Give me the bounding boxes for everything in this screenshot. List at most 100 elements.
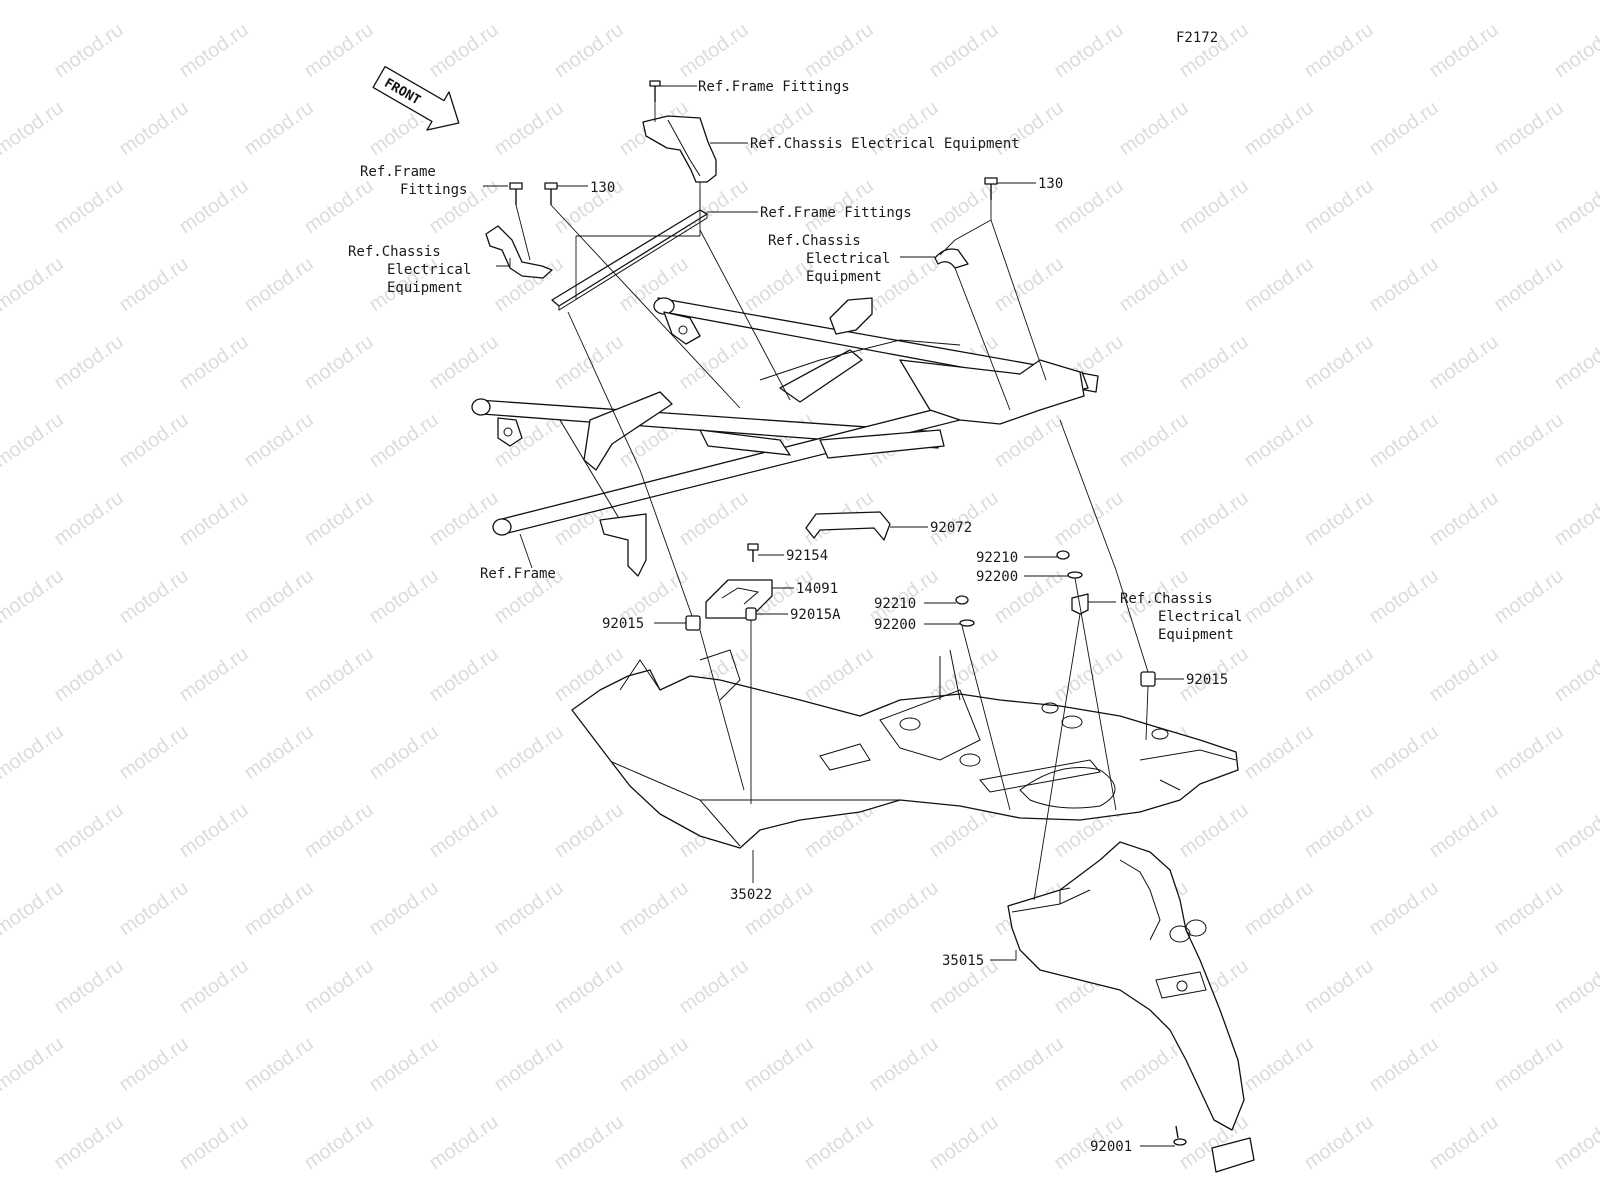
watermark-text: motod.ru (1490, 0, 1567, 4)
watermark-text: motod.ru (615, 1033, 692, 1096)
watermark-text: motod.ru (1490, 877, 1567, 940)
part-92072-bracket (805, 511, 891, 541)
watermark-text: motod.ru (1425, 643, 1502, 706)
watermark-text: motod.ru (1550, 487, 1600, 550)
watermark-text: motod.ru (1115, 253, 1192, 316)
label-ref-chassis-lower-1: Ref.Chassis (1120, 591, 1213, 607)
watermark-text: motod.ru (175, 955, 252, 1018)
watermark-text: motod.ru (0, 1033, 68, 1096)
watermark-text: motod.ru (0, 643, 3, 706)
watermark-text: motod.ru (425, 799, 502, 862)
watermark-text: motod.ru (1490, 1033, 1567, 1096)
watermark-text: motod.ru (1175, 331, 1252, 394)
label-92154: 92154 (786, 548, 828, 564)
label-92015-left: 92015 (602, 616, 644, 632)
label-ref-chassis-top: Ref.Chassis Electrical Equipment (750, 136, 1020, 152)
watermark-text: motod.ru (425, 1111, 502, 1174)
watermark-text: motod.ru (490, 877, 567, 940)
label-92200-a: 92200 (976, 569, 1018, 585)
watermark-text: motod.ru (300, 799, 377, 862)
watermark-text: motod.ru (1240, 409, 1317, 472)
part-92210-nut-b (955, 595, 969, 605)
label-ref-chassis-right-2: Electrical (806, 251, 890, 267)
watermark-text: motod.ru (1365, 721, 1442, 784)
watermark-text: motod.ru (740, 1033, 817, 1096)
watermark-text: motod.ru (1365, 0, 1442, 4)
watermark-text: motod.ru (1425, 955, 1502, 1018)
watermark-text: motod.ru (50, 487, 127, 550)
part-35015-rear-fender (1007, 841, 1255, 1173)
left-bolt-a (509, 182, 523, 205)
watermark-text: motod.ru (50, 955, 127, 1018)
watermark-text: motod.ru (0, 877, 68, 940)
watermark-text: motod.ru (50, 19, 127, 82)
watermark-text: motod.ru (1365, 409, 1442, 472)
labels: Ref.Frame Fittings Ref.Chassis Electrica… (348, 79, 1242, 1155)
watermark-text: motod.ru (425, 331, 502, 394)
watermark-text: motod.ru (0, 253, 68, 316)
watermark-text: motod.ru (550, 331, 627, 394)
part-35022-under-tray (571, 649, 1239, 849)
label-ref-chassis-lower-2: Electrical (1158, 609, 1242, 625)
part-92015-collar-left (685, 615, 701, 631)
watermark-text: motod.ru (490, 721, 567, 784)
watermark-text: motod.ru (1365, 877, 1442, 940)
right-clip (934, 248, 969, 269)
watermark-text: motod.ru (115, 0, 192, 4)
watermark-text: motod.ru (1240, 1033, 1317, 1096)
watermark-text: motod.ru (865, 1033, 942, 1096)
watermark-text: motod.ru (115, 721, 192, 784)
watermark-text: motod.ru (1550, 1111, 1600, 1174)
watermark-text: motod.ru (1550, 643, 1600, 706)
watermark-text: motod.ru (1490, 721, 1567, 784)
watermark-text: motod.ru (425, 487, 502, 550)
watermark-text: motod.ru (1365, 1033, 1442, 1096)
watermark-text: motod.ru (0, 565, 68, 628)
watermark-text: motod.ru (1240, 565, 1317, 628)
watermark-text: motod.ru (1050, 19, 1127, 82)
part-92015-collar-right (1140, 671, 1156, 687)
watermark-text: motod.ru (615, 0, 692, 4)
watermark-text: motod.ru (0, 1111, 3, 1174)
watermark-text: motod.ru (490, 253, 567, 316)
watermark-text: motod.ru (1300, 331, 1377, 394)
watermark-text: motod.ru (1300, 487, 1377, 550)
watermark-text: motod.ru (550, 175, 627, 238)
watermark-text: motod.ru (925, 487, 1002, 550)
watermark-text: motod.ru (490, 0, 567, 4)
top-bracket (642, 115, 717, 183)
watermark-text: motod.ru (675, 955, 752, 1018)
watermark-text: motod.ru (490, 97, 567, 160)
watermark-text: motod.ru (1550, 331, 1600, 394)
watermark-text: motod.ru (1490, 253, 1567, 316)
label-ref-chassis-right-3: Equipment (806, 269, 882, 285)
watermark-text: motod.ru (1300, 799, 1377, 862)
watermark-text: motod.ru (300, 643, 377, 706)
watermark-text: motod.ru (0, 409, 68, 472)
watermark-text: motod.ru (175, 643, 252, 706)
watermark-text: motod.ru (800, 19, 877, 82)
label-92210-a: 92210 (976, 550, 1018, 566)
watermark-text: motod.ru (300, 487, 377, 550)
watermark-text: motod.ru (300, 1111, 377, 1174)
watermark-text: motod.ru (425, 19, 502, 82)
watermark-text: motod.ru (1425, 1111, 1502, 1174)
watermark-text: motod.ru (240, 409, 317, 472)
watermark-text: motod.ru (1300, 175, 1377, 238)
watermark-text: motod.ru (990, 253, 1067, 316)
watermark-text: motod.ru (175, 1111, 252, 1174)
part-92200-washer-a (1067, 571, 1083, 579)
watermark-text: motod.ru (300, 331, 377, 394)
watermark-text: motod.ru (365, 877, 442, 940)
label-ref-chassis-right-1: Ref.Chassis (768, 233, 861, 249)
watermark-text: motod.ru (365, 565, 442, 628)
watermark-text: motod.ru (1115, 0, 1192, 4)
label-92015A: 92015A (790, 607, 841, 623)
watermark-text: motod.ru (300, 955, 377, 1018)
watermark-text: motod.ru (990, 0, 1067, 4)
watermark-text: motod.ru (1425, 487, 1502, 550)
watermark-text: motod.ru (175, 19, 252, 82)
watermark-text: motod.ru (1300, 19, 1377, 82)
label-ref-chassis-lower-3: Equipment (1158, 627, 1234, 643)
